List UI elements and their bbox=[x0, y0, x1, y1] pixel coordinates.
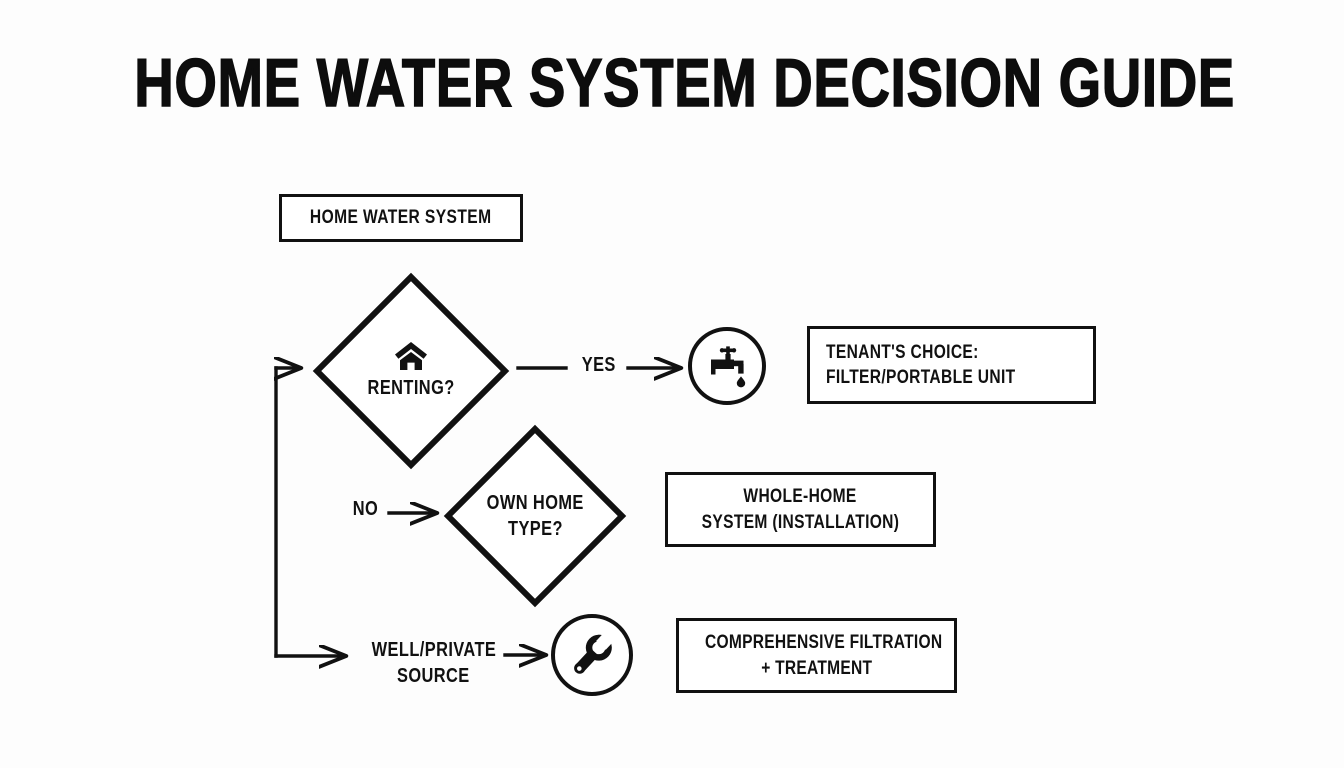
diamond-outline bbox=[443, 424, 627, 608]
node-own-home-type-label: OWN HOME TYPE? bbox=[486, 492, 584, 540]
faucet-glyph bbox=[711, 346, 746, 388]
node-own-home-type-decision[interactable]: OWN HOME TYPE? bbox=[443, 424, 627, 608]
wrench-glyph bbox=[574, 632, 614, 674]
node-home-water-system[interactable]: HOME WATER SYSTEM bbox=[279, 194, 523, 242]
node-whole-home-system[interactable]: WHOLE-HOME SYSTEM (INSTALLATION) bbox=[665, 472, 936, 547]
house-icon bbox=[395, 342, 427, 370]
node-renting-decision[interactable]: RENTING? bbox=[312, 272, 510, 470]
node-comprehensive-filtration[interactable]: COMPREHENSIVE FILTRATION + TREATMENT bbox=[676, 618, 957, 693]
diamond-outline bbox=[312, 272, 510, 470]
wrench-icon bbox=[551, 614, 633, 696]
node-whole-home-system-label: WHOLE-HOME SYSTEM (INSTALLATION) bbox=[701, 486, 900, 533]
faucet-icon bbox=[688, 327, 766, 405]
edge-label-well-private-source: WELL/PRIVATE SOURCE bbox=[371, 639, 497, 688]
node-comprehensive-filtration-label: COMPREHENSIVE FILTRATION + TREATMENT bbox=[705, 632, 943, 679]
edge-label-no: NO bbox=[352, 498, 379, 520]
node-renting-label: RENTING? bbox=[367, 377, 455, 399]
node-home-water-system-label: HOME WATER SYSTEM bbox=[310, 207, 492, 229]
node-tenant-choice-label: TENANT'S CHOICE: FILTER/PORTABLE UNIT bbox=[826, 341, 1016, 388]
edge-label-yes: YES bbox=[581, 354, 616, 376]
page-title: HOME WATER SYSTEM DECISION GUIDE bbox=[134, 44, 1235, 122]
node-tenant-choice[interactable]: TENANT'S CHOICE: FILTER/PORTABLE UNIT bbox=[807, 326, 1096, 404]
